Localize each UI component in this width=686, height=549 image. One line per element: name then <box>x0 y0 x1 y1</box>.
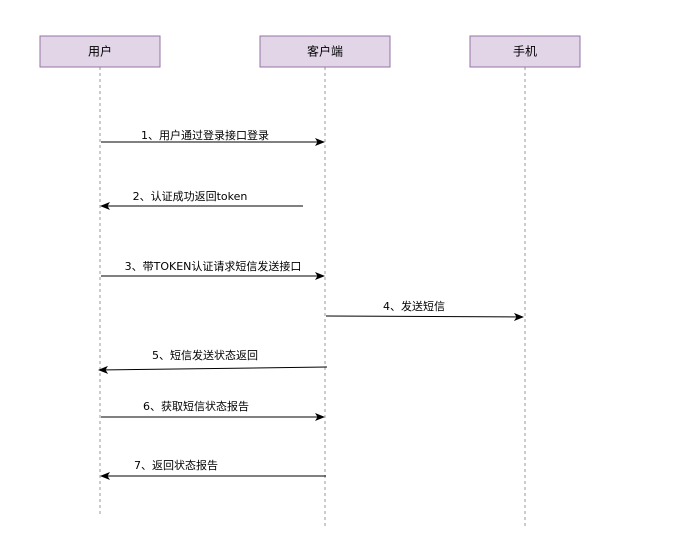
actor-user-label: 用户 <box>88 44 112 59</box>
message-6: 6、获取短信状态报告 <box>101 399 325 421</box>
message-4-label: 4、发送短信 <box>383 299 445 313</box>
actor-user-box <box>39 35 161 68</box>
actor-phone-box <box>469 35 581 68</box>
actor-client: 客户端 <box>259 35 391 68</box>
message-3: 3、带TOKEN认证请求短信发送接口 <box>101 259 325 280</box>
actor-client-box <box>259 35 391 68</box>
actor-user: 用户 <box>39 35 161 68</box>
actor-phone: 手机 <box>469 35 581 68</box>
message-7: 7、返回状态报告 <box>100 458 326 480</box>
message-6-label: 6、获取短信状态报告 <box>143 399 249 413</box>
message-5: 5、短信发送状态返回 <box>98 348 328 374</box>
message-1-label: 1、用户通过登录接口登录 <box>141 128 269 142</box>
message-2: 2、认证成功返回token <box>100 190 303 210</box>
actor-phone-label: 手机 <box>513 45 537 59</box>
message-1: 1、用户通过登录接口登录 <box>101 128 325 146</box>
message-7-label: 7、返回状态报告 <box>134 458 218 472</box>
message-4-arrow <box>325 312 524 321</box>
message-4: 4、发送短信 <box>325 299 524 321</box>
message-5-label: 5、短信发送状态返回 <box>152 348 258 362</box>
message-2-label: 2、认证成功返回token <box>133 190 248 203</box>
message-3-label: 3、带TOKEN认证请求短信发送接口 <box>125 259 302 273</box>
actor-client-label: 客户端 <box>307 44 343 59</box>
message-5-arrow <box>98 365 328 374</box>
